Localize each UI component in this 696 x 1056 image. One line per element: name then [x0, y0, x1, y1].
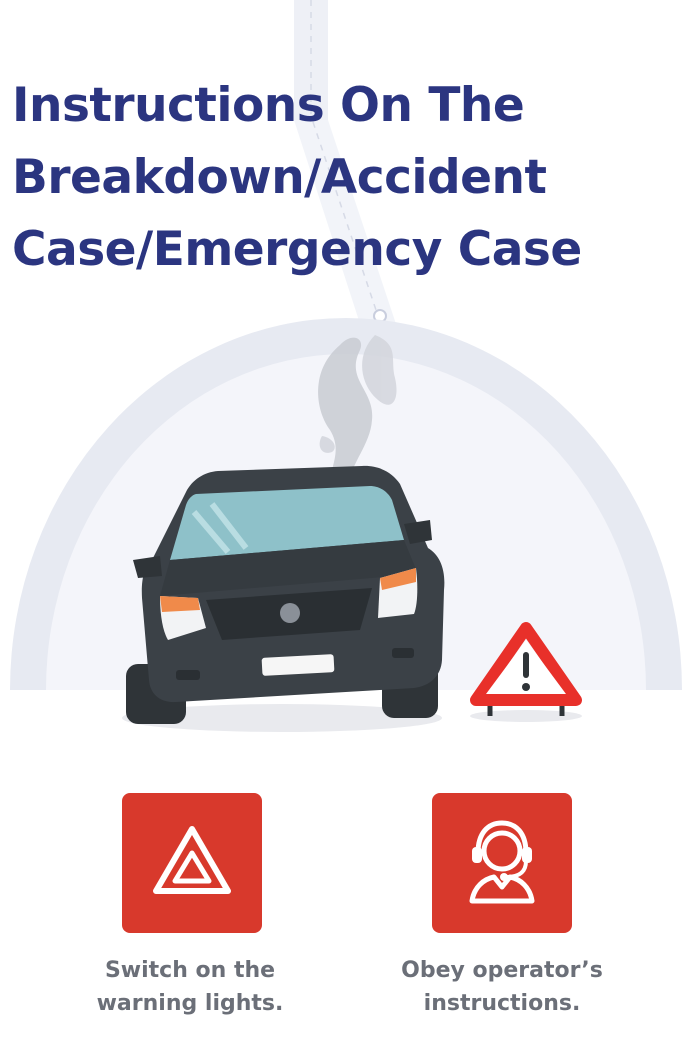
title-line-2: Breakdown/Accident: [12, 150, 547, 205]
car-icon: [122, 465, 445, 732]
step-warning-lights-caption: Switch on the warning lights.: [60, 954, 320, 1020]
step-2-line-2: instructions.: [423, 991, 581, 1016]
road-strip: [294, 0, 398, 330]
step-operator-caption: Obey operator’s instructions.: [372, 954, 632, 1020]
warning-triangle-icon: [470, 622, 582, 722]
hazard-warning-icon: [153, 826, 231, 894]
hazard-warning-tile: [122, 793, 262, 933]
step-2-line-1: Obey operator’s: [401, 958, 603, 983]
breakdown-illustration: [10, 0, 682, 732]
operator-headset-icon: [469, 820, 535, 904]
title-line-3: Case/Emergency Case: [12, 222, 582, 277]
title-line-1: Instructions On The: [12, 78, 525, 133]
operator-tile: [432, 793, 572, 933]
page-title: Instructions On The Breakdown/Accident C…: [12, 70, 582, 286]
step-1-line-2: warning lights.: [96, 991, 284, 1016]
step-1-line-1: Switch on the: [104, 958, 276, 983]
